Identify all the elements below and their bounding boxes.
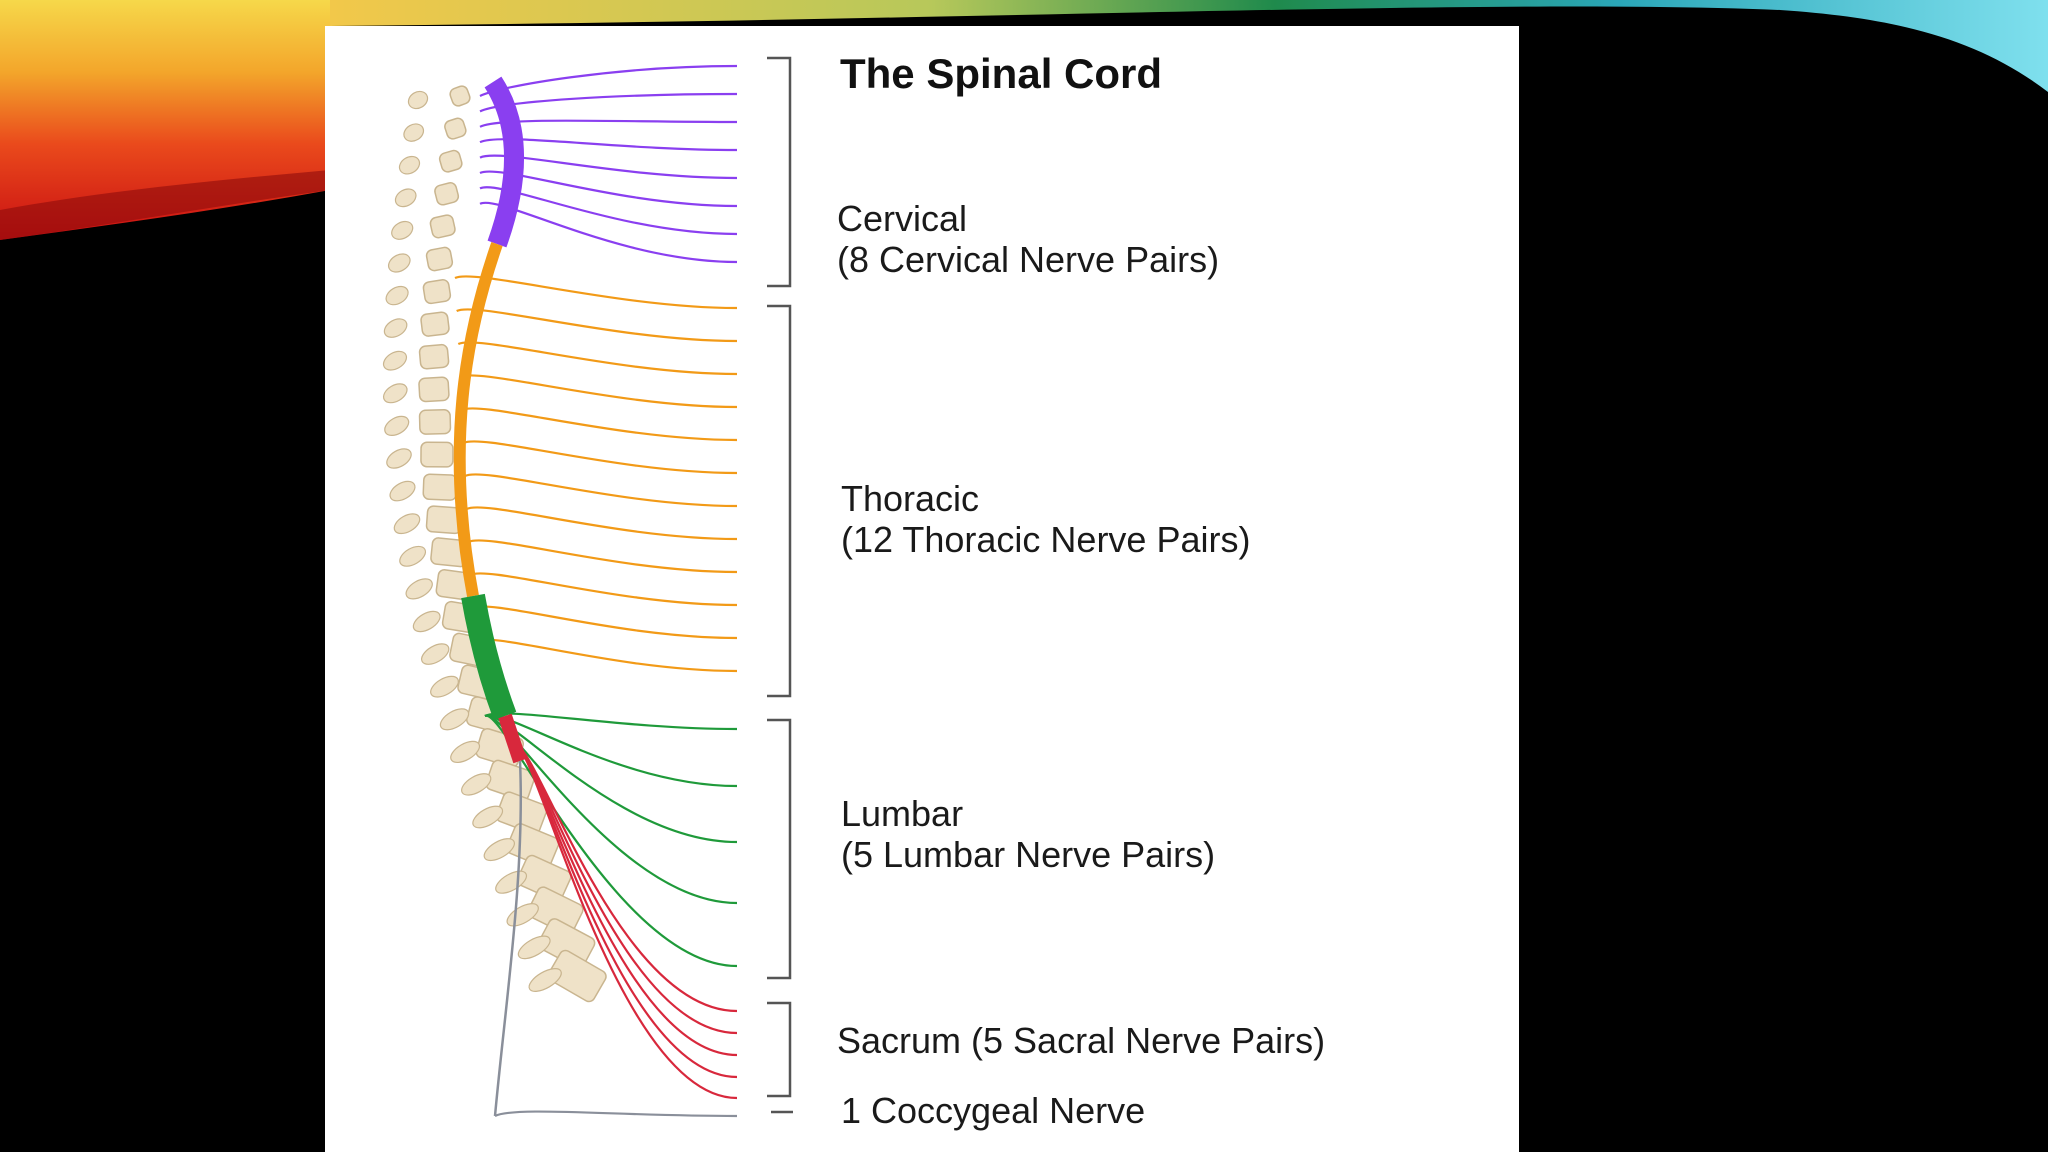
- vertebra-process: [412, 610, 441, 633]
- label-coccygeal: 1 Coccygeal Nerve: [841, 1090, 1145, 1131]
- vertebra: [444, 117, 467, 140]
- vertebra-process: [398, 155, 421, 175]
- label-sacral-name: Sacrum (5 Sacral Nerve Pairs): [837, 1020, 1326, 1061]
- diagram-title: The Spinal Cord: [840, 50, 1163, 97]
- vertebra: [422, 473, 458, 501]
- vertebra-process: [450, 740, 481, 764]
- vertebra-process: [382, 350, 408, 371]
- lumbar-nerve: [484, 714, 738, 905]
- vertebra-process: [405, 578, 433, 600]
- sacral-nerves: [513, 744, 738, 1100]
- vertebra-process: [461, 773, 492, 796]
- bracket-thoracic: [767, 304, 792, 698]
- vertebra: [418, 409, 452, 435]
- vertebra-process: [386, 448, 412, 469]
- label-sacral: Sacrum (5 Sacral Nerve Pairs): [837, 1020, 1325, 1061]
- vertebra-process: [394, 188, 417, 208]
- vertebra-process: [421, 643, 450, 665]
- vertebra: [429, 214, 456, 239]
- vertebra-process: [384, 415, 410, 436]
- cervical-nerve: [479, 138, 738, 152]
- label-thoracic-detail: (12 Thoracic Nerve Pairs): [841, 519, 1251, 560]
- label-lumbar-detail: (5 Lumbar Nerve Pairs): [841, 834, 1216, 875]
- bracket-lumbar: [767, 718, 792, 980]
- vertebra: [418, 376, 450, 403]
- thoracic-nerve: [471, 605, 738, 640]
- vertebra-process: [389, 480, 416, 502]
- vertebra-process: [472, 805, 504, 829]
- thoracic-nerves: [454, 275, 738, 673]
- coccygeal-nerve: [494, 1110, 738, 1118]
- vertebra-process: [517, 935, 551, 960]
- vertebra-process: [383, 318, 408, 338]
- vertebra-process: [439, 708, 470, 731]
- thoracic-nerve: [457, 341, 738, 376]
- vertebra: [418, 343, 450, 370]
- cervical-nerve: [479, 186, 738, 236]
- bracket-sacral: [767, 1001, 792, 1098]
- spinal-cord-diagram: [382, 56, 793, 1118]
- thoracic-nerve: [462, 440, 738, 475]
- lumbar-nerve: [484, 714, 738, 844]
- cervical-nerve: [479, 201, 738, 264]
- vertebra: [547, 949, 607, 1003]
- vertebra-process: [495, 870, 528, 894]
- vertebra-process: [403, 123, 425, 142]
- swoosh-top: [330, 0, 2048, 92]
- thoracic-nerve: [469, 572, 738, 607]
- vertebra-process: [483, 838, 515, 862]
- vertebra-process: [407, 90, 429, 110]
- sacral-nerve: [513, 744, 738, 1100]
- vertebra-process: [387, 253, 411, 273]
- label-thoracic: Thoracic (12 Thoracic Nerve Pairs): [841, 478, 1250, 560]
- cervical-nerve: [479, 170, 738, 208]
- vertebra-process: [385, 285, 409, 306]
- bracket-cervical: [767, 56, 792, 288]
- coccygeal-nerves: [494, 1110, 738, 1118]
- vertebra: [425, 246, 454, 272]
- label-thoracic-name: Thoracic: [841, 478, 980, 519]
- cord-lumbar: [461, 593, 517, 721]
- label-cervical: Cervical (8 Cervical Nerve Pairs): [837, 198, 1219, 280]
- vertebra: [438, 149, 463, 173]
- label-cervical-detail: (8 Cervical Nerve Pairs): [837, 239, 1220, 280]
- vertebra-process: [393, 513, 421, 535]
- cord-filum: [493, 760, 523, 1117]
- cord-thoracic: [453, 242, 503, 598]
- vertebra: [434, 182, 460, 206]
- vertebra-process: [382, 383, 408, 404]
- label-lumbar: Lumbar (5 Lumbar Nerve Pairs): [841, 793, 1215, 875]
- vertebra-process: [430, 675, 459, 698]
- thoracic-nerve: [466, 506, 738, 541]
- thoracic-nerve: [464, 473, 738, 508]
- cervical-nerve: [479, 64, 738, 97]
- vertebra-process: [528, 968, 562, 992]
- cervical-nerve: [479, 119, 738, 128]
- vertebra: [420, 311, 450, 337]
- vertebra: [422, 279, 452, 305]
- cervical-nerve: [479, 92, 738, 113]
- vertebra: [449, 85, 471, 107]
- thoracic-nerve: [461, 407, 738, 442]
- label-lumbar-name: Lumbar: [841, 793, 964, 834]
- cord-cervical: [484, 76, 525, 248]
- label-cervical-name: Cervical: [837, 198, 968, 239]
- label-coccygeal-name: 1 Coccygeal Nerve: [841, 1090, 1146, 1131]
- swoosh-left-shadow: [0, 170, 330, 240]
- thoracic-nerve: [472, 638, 738, 673]
- cord-sacral: [498, 713, 527, 764]
- figure-panel: The Spinal Cord Cervical (8 Cervical Ner…: [325, 26, 1519, 1152]
- vertebra: [420, 441, 454, 468]
- vertebra-process: [391, 220, 414, 240]
- thoracic-nerve: [454, 275, 738, 310]
- cervical-nerve: [479, 154, 738, 180]
- thoracic-nerve: [456, 308, 738, 343]
- thoracic-nerve: [459, 374, 738, 409]
- vertebra-process: [399, 545, 427, 567]
- lumbar-nerve: [484, 714, 738, 968]
- thoracic-nerve: [467, 539, 738, 574]
